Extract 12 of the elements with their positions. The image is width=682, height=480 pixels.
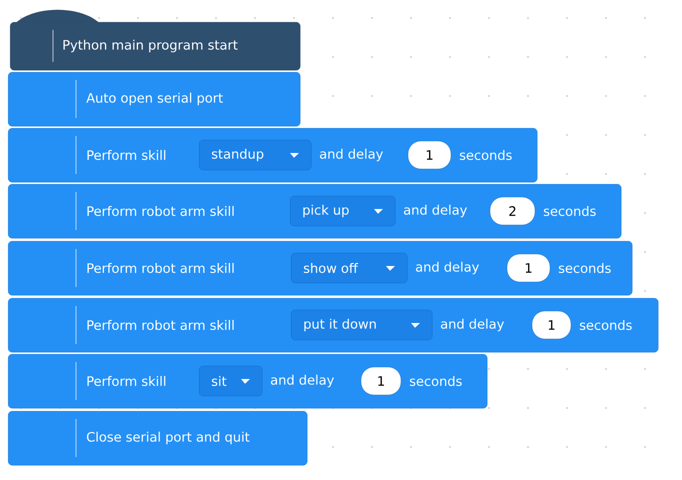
number-field: 1 <box>408 140 452 170</box>
number-field: 1 <box>506 254 550 282</box>
dropdown: show off <box>291 252 408 284</box>
number-field: 1 <box>360 366 402 396</box>
code-block: Close serial port and quit <box>8 411 308 466</box>
code-block: Python main program start <box>10 10 300 70</box>
dropdown: put it down <box>291 310 432 340</box>
dropdown: sit <box>199 366 262 396</box>
dropdown: pick up <box>290 196 396 226</box>
dropdown: standup <box>199 140 312 170</box>
code-block: Auto open serial port <box>8 72 300 126</box>
number-field: 1 <box>532 310 572 340</box>
